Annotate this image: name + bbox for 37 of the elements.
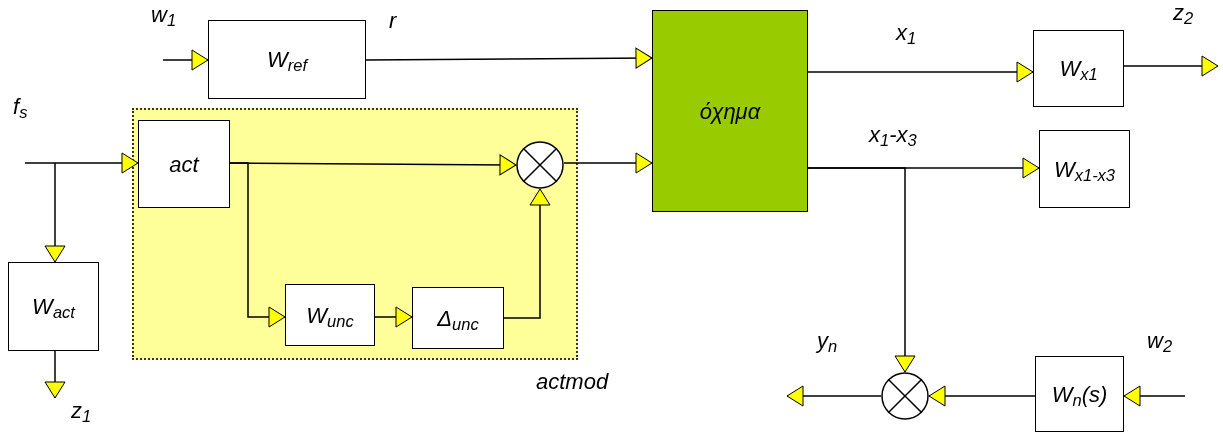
transfer-block	[208, 20, 366, 99]
summing-junction	[881, 372, 929, 420]
signal-arrow	[374, 306, 413, 328]
block-label: W$_{n}$(s)	[1051, 380, 1108, 411]
transfer-block	[1035, 356, 1124, 432]
block-label: W$_{act}$	[32, 293, 75, 323]
block-label: Δ$_{unc}$	[437, 304, 479, 335]
signal-label: f$_{s}$	[12, 96, 29, 118]
block-label: W$_{ref}$	[267, 46, 307, 76]
transfer-block	[1033, 30, 1124, 107]
signal-arrow	[503, 188, 551, 319]
signal-arrow	[24, 152, 139, 174]
signal-arrow	[786, 385, 882, 407]
transfer-block	[652, 10, 808, 212]
signal-arrow	[44, 350, 66, 399]
transfer-block	[412, 287, 504, 349]
signal-arrow	[1123, 385, 1186, 407]
block-label: όχημα	[699, 97, 761, 126]
transfer-block	[1039, 130, 1130, 208]
summing-junction	[516, 141, 564, 189]
signal-arrow	[928, 385, 1036, 407]
block-label: act	[169, 150, 199, 179]
transfer-block	[285, 284, 375, 346]
signal-arrow	[563, 152, 653, 174]
block-label: W$_{unc}$	[306, 301, 354, 332]
signal-arrow	[229, 162, 286, 328]
block-label: W$_{x1-x3}$	[1053, 155, 1116, 186]
signal-arrow	[1123, 55, 1219, 77]
group-heading: actmod	[536, 368, 609, 396]
block-label: W$_{x1}$	[1059, 55, 1098, 85]
signal-arrow	[807, 61, 1034, 83]
transfer-block	[8, 262, 99, 351]
signal-arrow	[807, 167, 916, 373]
signal-arrow	[162, 49, 209, 71]
signal-arrow	[44, 162, 66, 263]
transfer-block	[138, 120, 230, 208]
signal-arrow	[365, 47, 653, 69]
